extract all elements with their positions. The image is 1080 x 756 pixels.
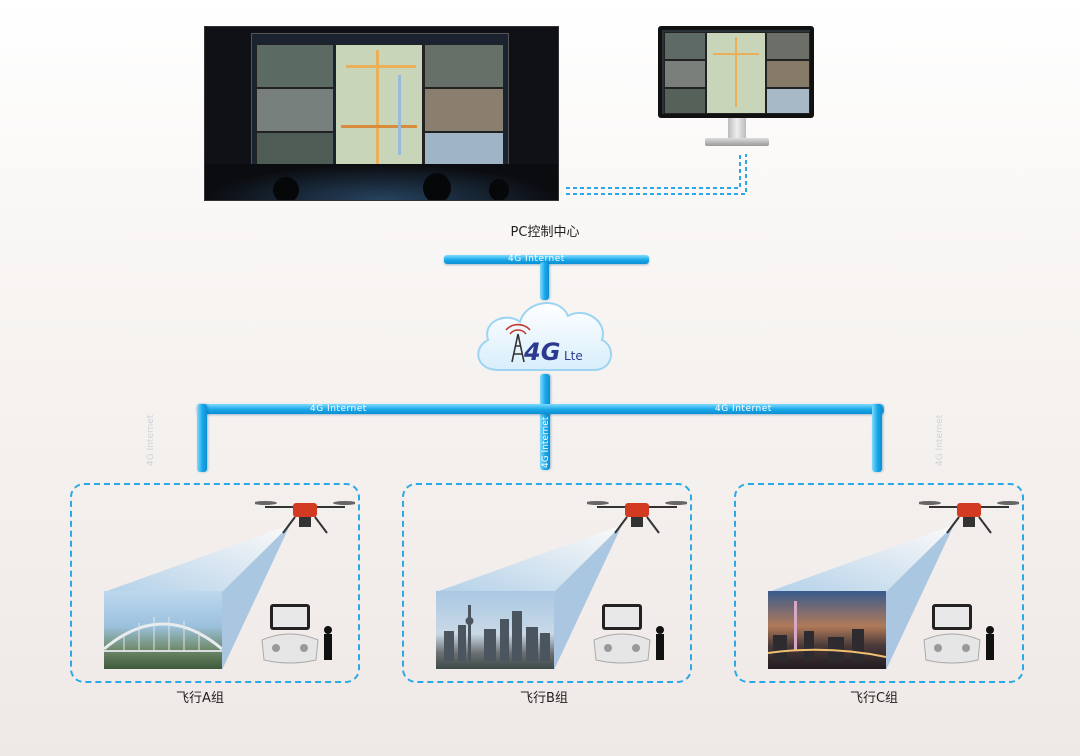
controller-c-icon (923, 604, 994, 664)
camera-beam-c (768, 525, 954, 670)
drone-a-icon (255, 501, 355, 534)
right-side-label: 4G Internet (935, 414, 945, 466)
top-network-label: 4G Internet (508, 254, 565, 264)
cloud-lte-text: Lte (564, 349, 583, 363)
group-a-box (70, 483, 360, 683)
top-connector (540, 262, 549, 300)
center-vertical-bar (540, 374, 550, 470)
cloud-4g-lte: 4G Lte (477, 302, 612, 371)
camera-beam-b (436, 525, 622, 670)
night-city-photo (768, 591, 886, 669)
left-drop-bar (197, 404, 207, 472)
control-center-label: PC控制中心 (510, 225, 580, 240)
dashed-link (566, 154, 747, 195)
group-b-label: 飞行B组 (520, 691, 568, 706)
video-wall-image (204, 26, 559, 201)
drone-c-icon (919, 501, 1019, 534)
monitor-stand (728, 118, 746, 138)
right-drop-bar (872, 404, 882, 472)
top-network-bar (444, 255, 649, 264)
group-c-label: 飞行C组 (849, 691, 899, 706)
branch-label-left: 4G Internet (310, 404, 367, 414)
camera-beam-a (104, 525, 290, 670)
branch-label-right: 4G Internet (715, 404, 772, 414)
controller-b-icon (593, 604, 664, 664)
group-a-label: 飞行A组 (176, 691, 224, 706)
group-b-box (402, 483, 692, 683)
monitor-image (658, 26, 814, 118)
monitor-base (705, 138, 769, 146)
controller-a-icon (261, 604, 332, 664)
left-side-label: 4G Internet (146, 414, 156, 466)
drone-b-icon (587, 501, 687, 534)
bridge-photo (104, 591, 222, 669)
city-skyline-photo (436, 591, 554, 669)
group-c-box (734, 483, 1024, 683)
monitor-screen (662, 30, 810, 114)
branch-network-bar (197, 404, 884, 414)
cloud-4g-text: 4G (523, 338, 560, 366)
